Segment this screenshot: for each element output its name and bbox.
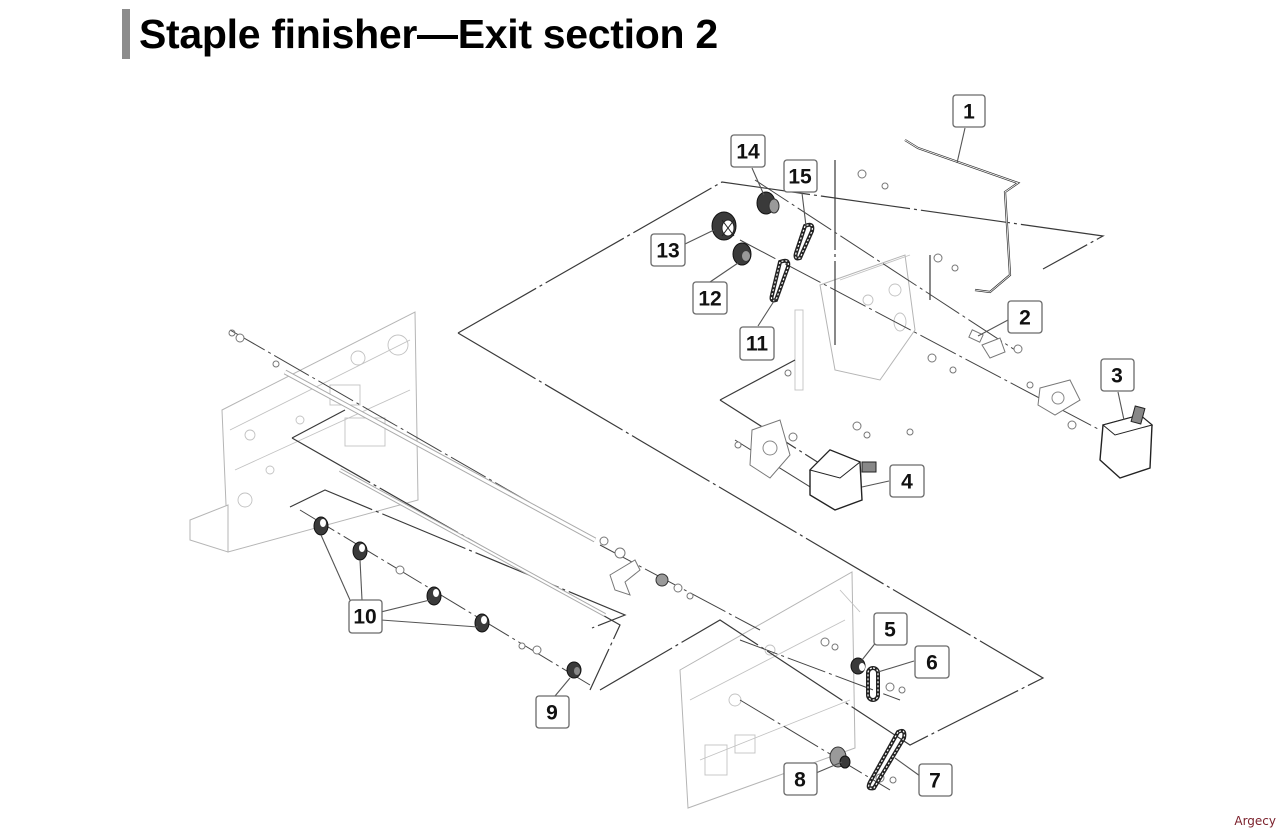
roller-d — [474, 613, 490, 633]
roller-b — [352, 541, 368, 561]
callout-8: 8 — [783, 762, 818, 796]
part-5-pulley — [850, 657, 866, 675]
roller-c — [426, 586, 442, 606]
part-11-belt — [769, 258, 791, 303]
svg-text:6: 6 — [926, 652, 938, 675]
part-1-link-rod — [904, 139, 1021, 294]
svg-text:4: 4 — [901, 471, 913, 494]
svg-text:14: 14 — [736, 141, 760, 164]
callout-7: 7 — [918, 763, 953, 797]
part-9-gear — [566, 661, 582, 679]
callout-13: 13 — [650, 233, 686, 267]
svg-text:5: 5 — [884, 619, 896, 642]
callout-6: 6 — [914, 645, 950, 679]
callout-9: 9 — [535, 695, 570, 729]
roller-a — [313, 516, 329, 536]
svg-text:13: 13 — [656, 240, 679, 263]
part-10-exit-rollers — [313, 516, 490, 633]
drive-bracket — [794, 254, 916, 391]
page-header: Staple finisher—Exit section 2 — [122, 9, 718, 59]
part-15-belt — [793, 222, 815, 261]
left-side-frame — [189, 311, 419, 553]
svg-text:3: 3 — [1111, 365, 1123, 388]
part-3-motor — [1037, 379, 1154, 479]
svg-text:9: 9 — [546, 702, 558, 725]
part-6-belt — [866, 666, 880, 702]
hardware-screws — [228, 169, 1077, 784]
watermark: Argecy — [1234, 814, 1276, 828]
title-accent-bar — [122, 9, 130, 59]
svg-text:8: 8 — [794, 769, 806, 792]
svg-text:12: 12 — [698, 288, 721, 311]
callout-3: 3 — [1100, 358, 1135, 392]
svg-text:11: 11 — [746, 333, 769, 356]
callout-10: 10 — [348, 599, 383, 634]
exit-roller-shafts — [283, 369, 606, 617]
part-4-motor — [749, 419, 877, 511]
svg-text:7: 7 — [929, 770, 941, 793]
callout-1: 1 — [952, 94, 986, 128]
callout-11: 11 — [739, 326, 775, 361]
callout-2: 2 — [1007, 300, 1043, 334]
callout-15: 15 — [783, 159, 818, 193]
svg-text:2: 2 — [1019, 307, 1031, 330]
part-13-gear — [711, 211, 737, 241]
leader-lines — [320, 127, 1125, 777]
svg-text:1: 1 — [963, 101, 975, 124]
svg-text:10: 10 — [353, 606, 376, 629]
right-side-frame — [679, 571, 861, 809]
part-7-belt — [866, 728, 907, 791]
callout-5: 5 — [873, 612, 908, 646]
part-2-sensor — [968, 329, 1006, 359]
callout-4: 4 — [889, 464, 925, 498]
page-title: Staple finisher—Exit section 2 — [139, 10, 718, 57]
part-12-gear — [732, 242, 752, 266]
part-14-pulley — [756, 191, 780, 215]
svg-text:15: 15 — [788, 166, 812, 189]
callout-14: 14 — [730, 134, 766, 168]
callout-12: 12 — [692, 281, 728, 315]
